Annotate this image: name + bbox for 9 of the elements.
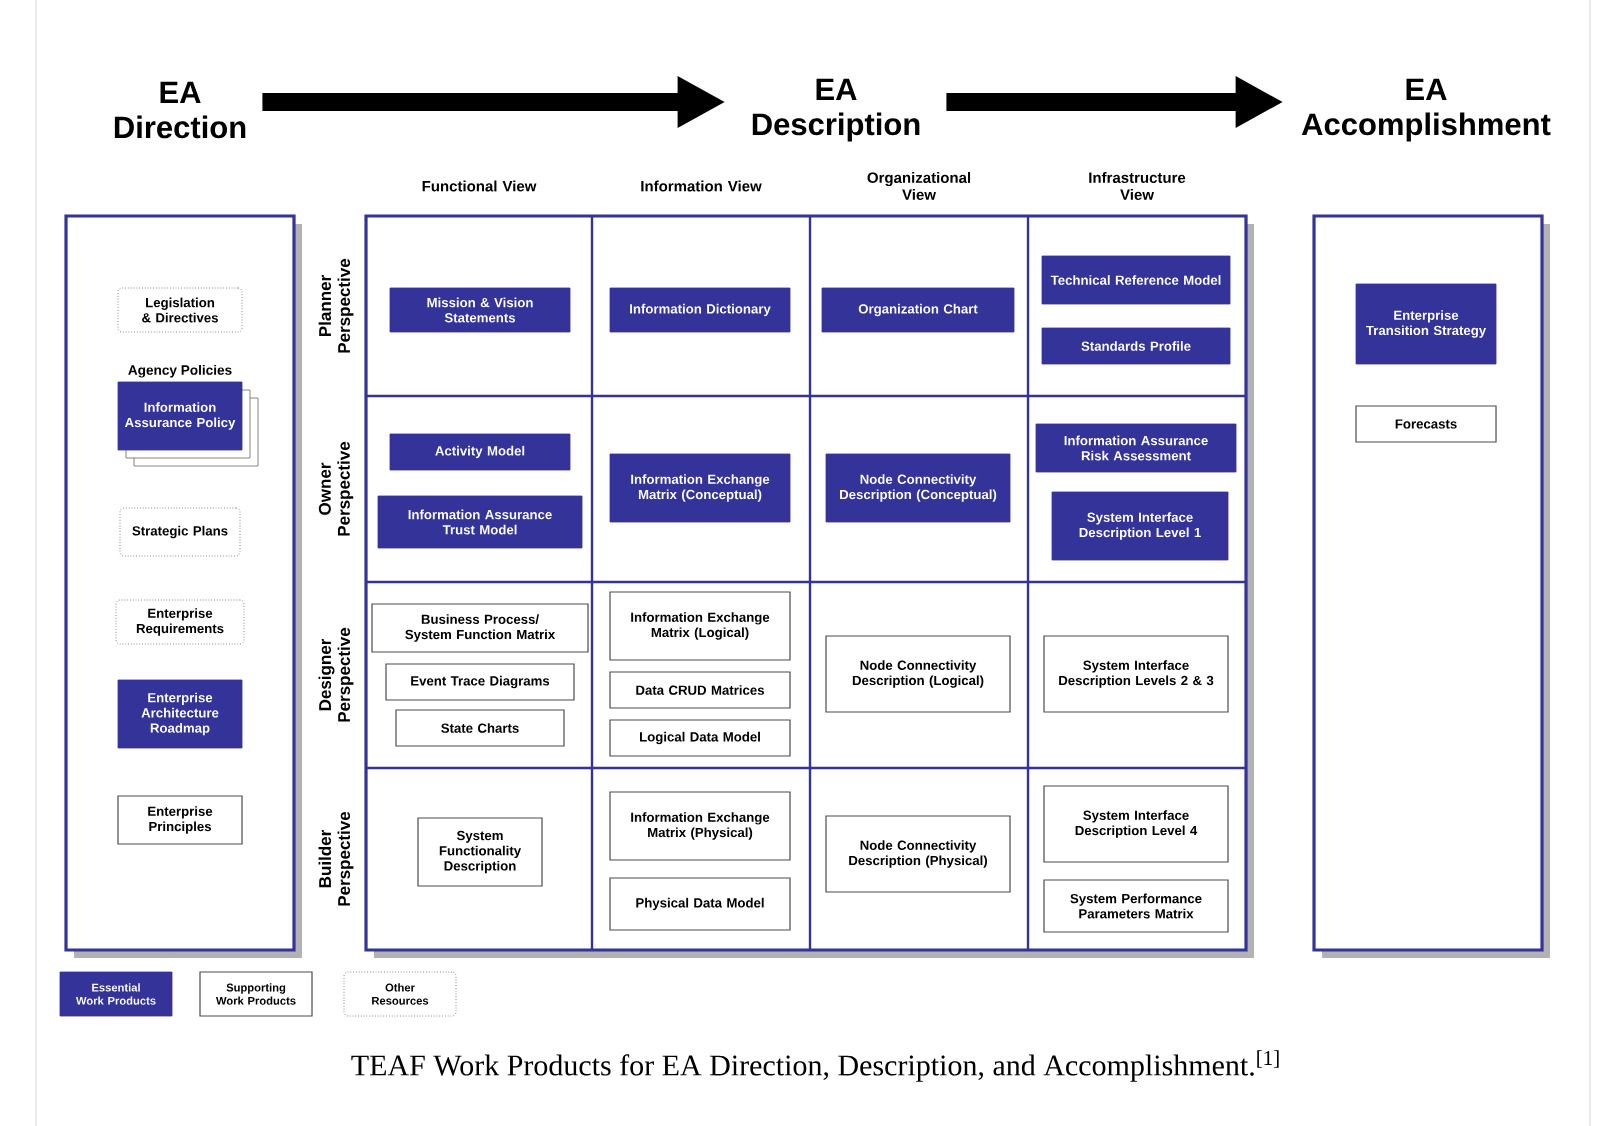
row-header: Designer Perspective — [318, 627, 354, 722]
stage-heading: EA Accomplishment — [1301, 78, 1551, 142]
stage-heading: EA Direction — [114, 81, 246, 139]
panel-frame — [1312, 214, 1550, 958]
caption: TEAF Work Products for EA Direction, Description, and Accomplishment.$^{[1]}$ — [351, 1050, 1279, 1082]
row-header: Owner Perspective — [318, 441, 354, 536]
stage-heading: EA Description — [752, 78, 920, 142]
row-header: Planner Perspective — [318, 258, 354, 353]
row-header: Builder Perspective — [318, 811, 354, 906]
